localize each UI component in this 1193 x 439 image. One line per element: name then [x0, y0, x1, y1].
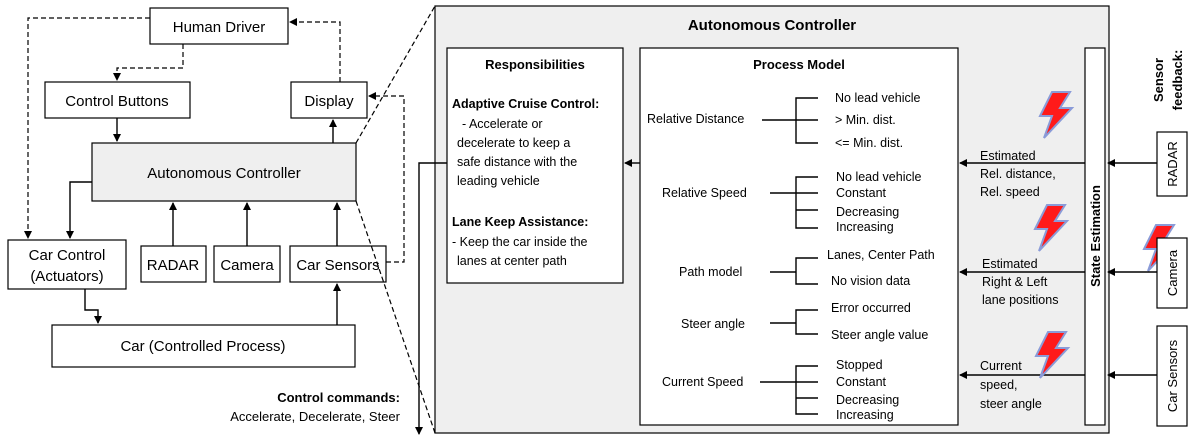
sensor-radar-label: RADAR [1165, 141, 1180, 187]
car-control-label-1: Car Control [29, 247, 106, 264]
control-commands-text: Accelerate, Decelerate, Steer [230, 409, 400, 424]
responsibilities-title: Responsibilities [485, 57, 585, 72]
pm-sa-item-1: Error occurred [831, 301, 911, 315]
acc-line-3: safe distance with the [457, 155, 577, 169]
car-label: Car (Controlled Process) [120, 338, 285, 355]
responsibilities-box [446, 47, 624, 284]
autonomous-controller-detail: Autonomous Controller Responsibilities A… [415, 5, 1177, 435]
radar-label: RADAR [147, 257, 200, 274]
lka-title: Lane Keep Assistance: [452, 215, 588, 229]
pm-steer-angle-label: Steer angle [681, 317, 745, 331]
human-driver-label: Human Driver [173, 19, 266, 36]
arrow-driver-to-buttons [113, 44, 184, 81]
estimate-lanes-2: Right & Left [982, 275, 1048, 289]
detail-title: Autonomous Controller [688, 17, 856, 34]
display-label: Display [304, 93, 354, 110]
display-box [290, 81, 368, 119]
pm-rs-item-4: Increasing [836, 220, 894, 234]
state-estimation-box [1084, 47, 1106, 426]
acc-line-2: decelerate to keep a [457, 136, 570, 150]
car-control-label-2: (Actuators) [30, 268, 103, 285]
control-buttons-box [44, 81, 191, 119]
arrow-display-to-driver [289, 18, 341, 82]
sensor-camera-label: Camera [1165, 249, 1180, 296]
acc-line-1: - Accelerate or [462, 117, 543, 131]
sensor-car-sensors-box [1156, 325, 1188, 427]
control-commands-title: Control commands: [277, 390, 400, 405]
human-driver-box [149, 7, 289, 45]
sensor-feedback-2: feedback: [1170, 50, 1185, 111]
sensor-radar-box [1156, 131, 1188, 197]
car-sensors-box [289, 245, 387, 283]
estimate-speed-1: Current [980, 359, 1022, 373]
pm-current-speed-label: Current Speed [662, 375, 743, 389]
estimate-rel-1: Estimated [980, 149, 1036, 163]
radar-box [140, 245, 207, 283]
car-control-box [7, 239, 127, 290]
pm-cs-item-2: Constant [836, 375, 887, 389]
camera-box [213, 245, 281, 283]
car-box [51, 324, 356, 368]
arrow-controller-to-actuators [66, 181, 92, 239]
arrow-driver-to-actuators [24, 17, 150, 239]
autonomous-controller-box [91, 142, 357, 202]
estimate-rel-3: Rel. speed [980, 185, 1040, 199]
pm-pm-item-2: No vision data [831, 274, 910, 288]
pm-current-speed-bracket [795, 365, 818, 415]
estimate-lanes-3: lane positions [982, 293, 1058, 307]
state-estimation-label: State Estimation [1088, 185, 1103, 287]
sensor-camera-box [1156, 237, 1188, 309]
pm-cs-item-4: Increasing [836, 408, 894, 422]
control-buttons-label: Control Buttons [65, 93, 168, 110]
arrow-actuators-to-car [84, 289, 102, 324]
process-model-box [639, 47, 959, 426]
left-architecture: Human Driver Control Buttons Display Aut… [7, 5, 436, 434]
arrow-sensors-to-display [368, 92, 405, 263]
pm-sa-item-2: Steer angle value [831, 328, 928, 342]
pm-rs-item-1: No lead vehicle [836, 170, 922, 184]
pm-pm-item-1: Lanes, Center Path [827, 248, 935, 262]
process-model-title: Process Model [753, 57, 845, 72]
pm-rs-item-3: Decreasing [836, 205, 899, 219]
pm-steer-angle-bracket [795, 309, 818, 335]
pm-rd-item-3: <= Min. dist. [835, 136, 903, 150]
lka-line-2: lanes at center path [457, 254, 567, 268]
sensor-feedback-1: Sensor [1151, 58, 1166, 102]
estimate-speed-2: speed, [980, 378, 1018, 392]
estimate-lanes-1: Estimated [982, 257, 1038, 271]
pm-relative-speed-label: Relative Speed [662, 186, 747, 200]
pm-cs-item-1: Stopped [836, 358, 883, 372]
acc-title: Adaptive Cruise Control: [452, 97, 599, 111]
pm-path-model-label: Path model [679, 265, 742, 279]
pm-rd-item-2: > Min. dist. [835, 113, 896, 127]
acc-line-4: leading vehicle [457, 174, 540, 188]
pm-rd-item-1: No lead vehicle [835, 91, 921, 105]
sensor-car-sensors-label: Car Sensors [1165, 339, 1180, 412]
zoom-line-top [355, 5, 436, 144]
pm-relative-distance-label: Relative Distance [647, 112, 744, 126]
zoom-line-bottom [355, 200, 436, 434]
camera-label: Camera [220, 257, 274, 274]
car-sensors-label: Car Sensors [296, 257, 379, 274]
pm-path-model-bracket [795, 257, 818, 285]
pm-relative-speed-bracket [795, 176, 818, 229]
arrow-control-commands-out [415, 162, 447, 435]
estimate-rel-2: Rel. distance, [980, 167, 1056, 181]
pm-cs-item-3: Decreasing [836, 393, 899, 407]
lka-line-1: - Keep the car inside the [452, 235, 588, 249]
sensor-column: Sensor feedback: RADAR Camera Car Sensor… [1107, 50, 1188, 427]
autonomous-controller-label: Autonomous Controller [147, 165, 300, 182]
estimate-speed-3: steer angle [980, 397, 1042, 411]
pm-rs-item-2: Constant [836, 186, 887, 200]
